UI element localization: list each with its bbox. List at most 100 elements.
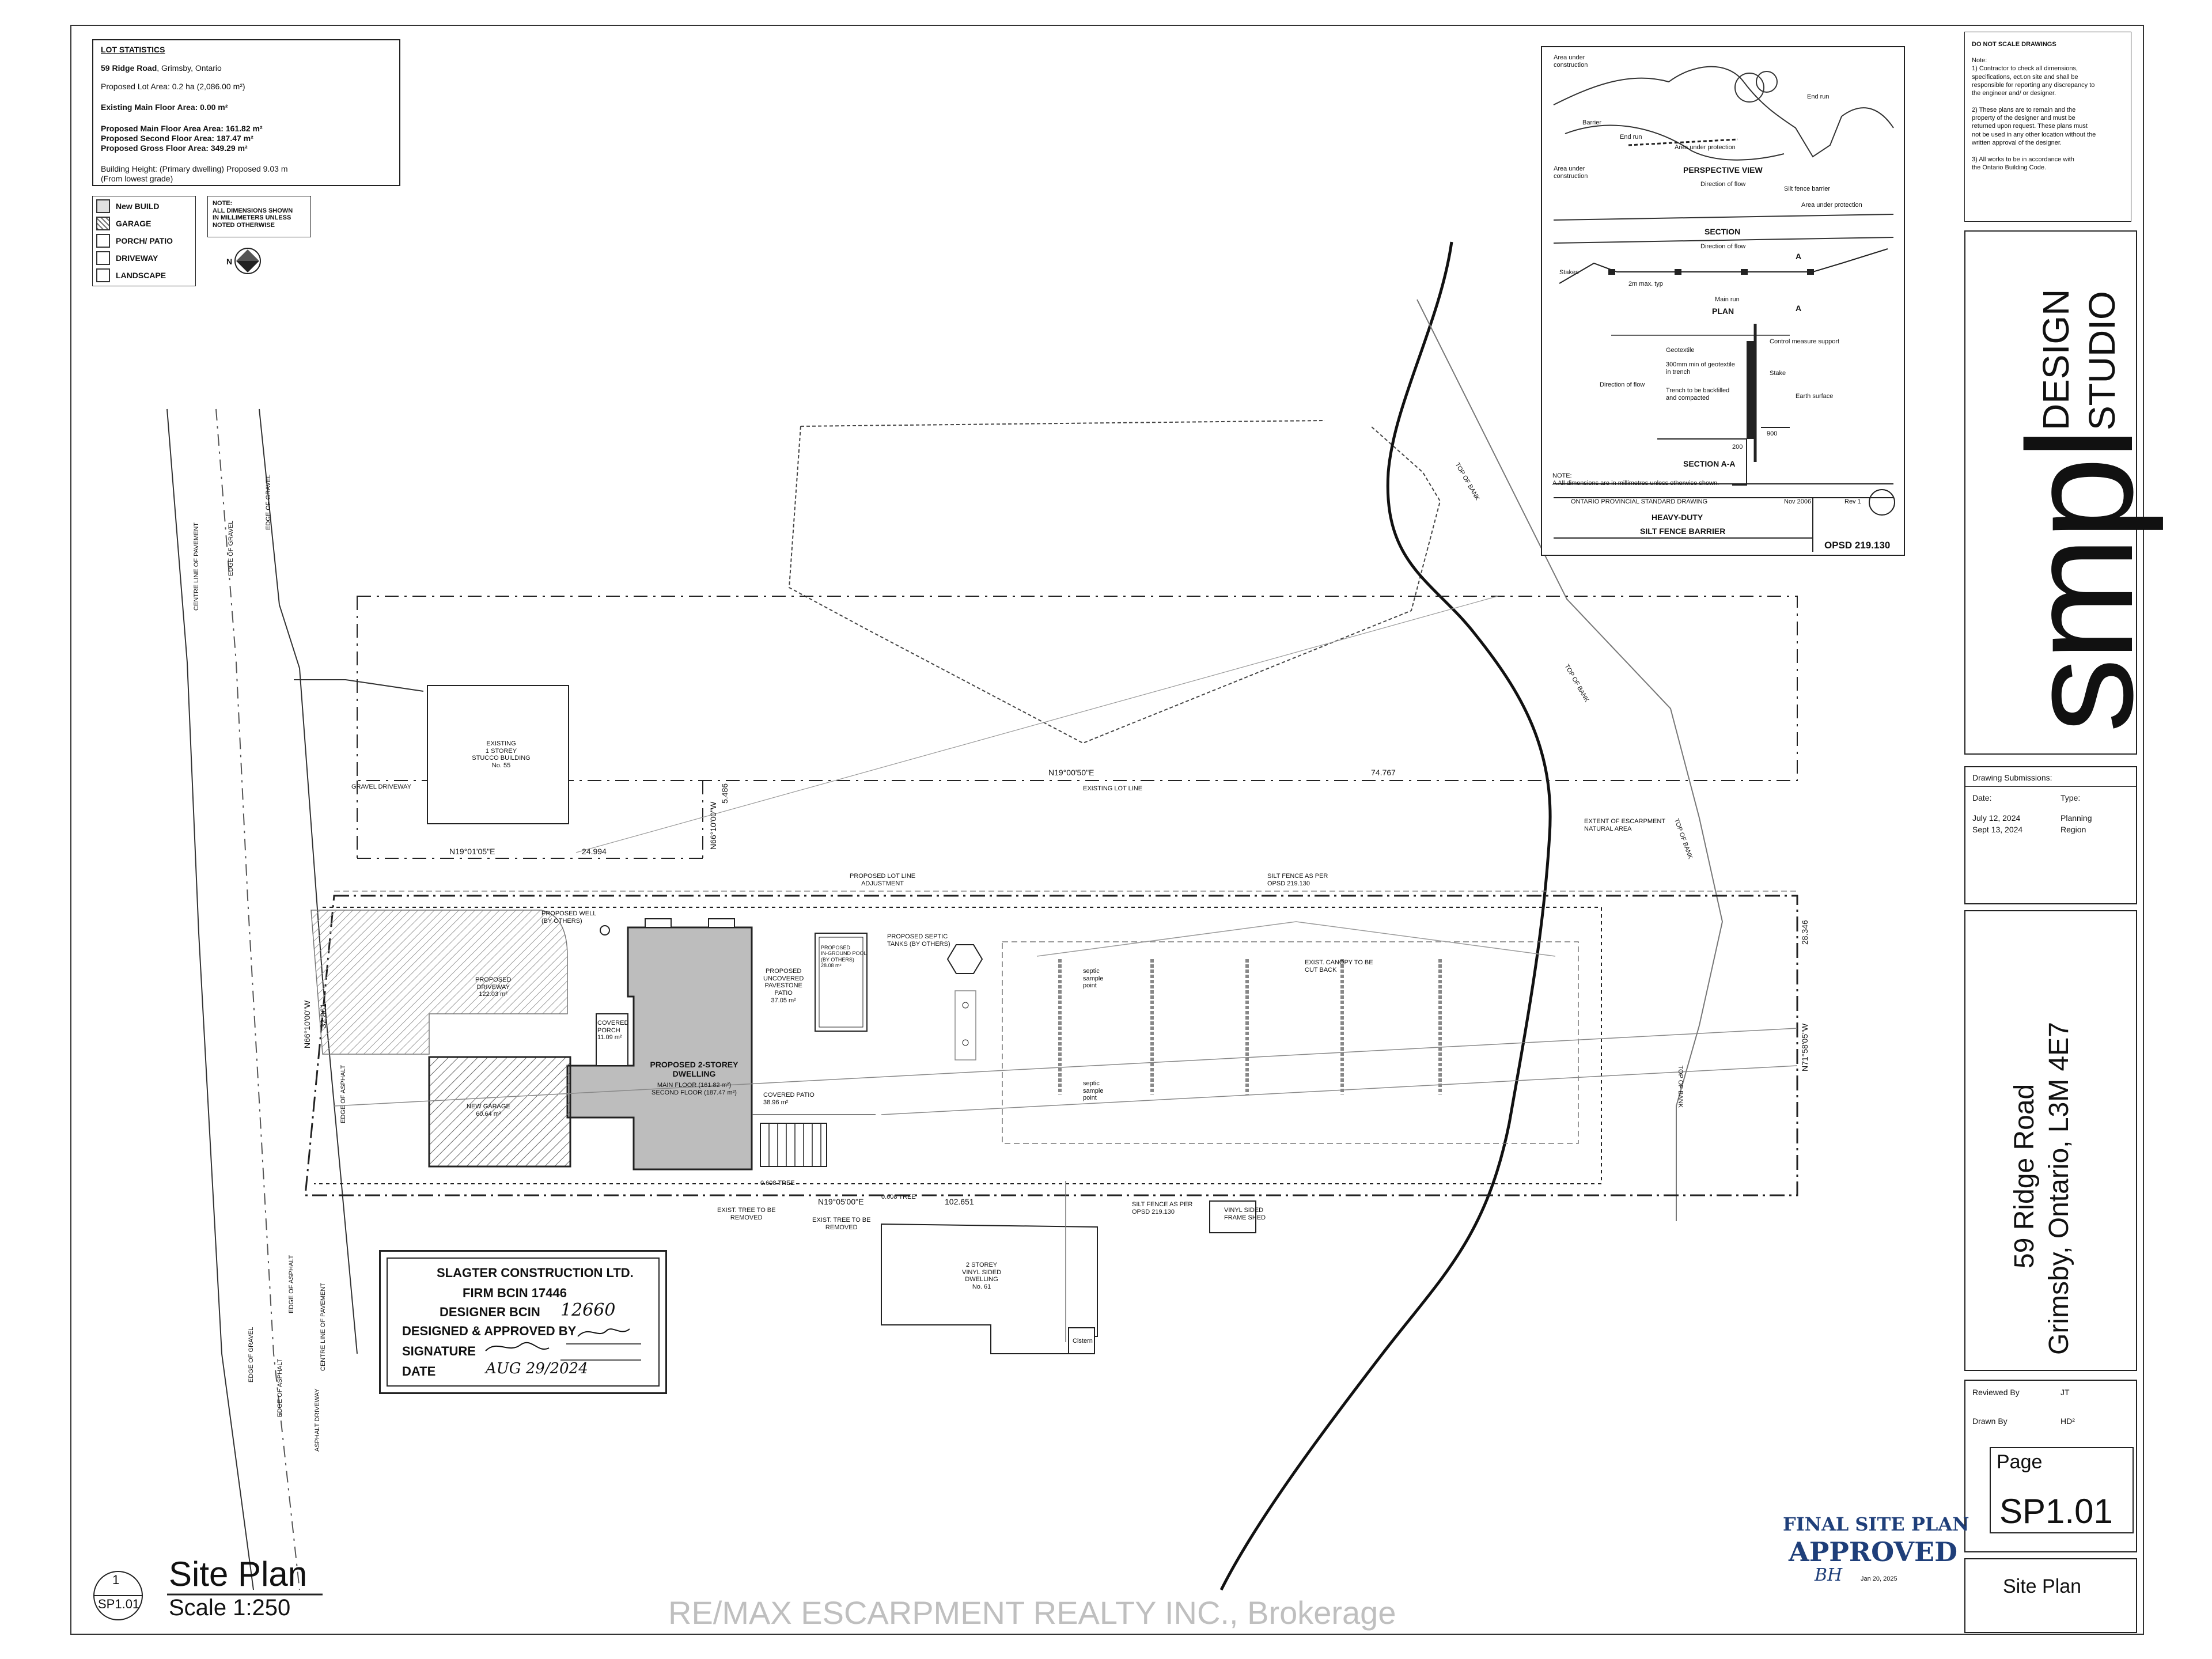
label-silt-fence: SILT FENCE AS PER OPSD 219.130	[1267, 873, 1328, 887]
stamp-approved: DESIGNED & APPROVED BY	[402, 1324, 577, 1338]
sheet-title-panel: Site Plan	[1964, 1558, 2137, 1633]
brand-design: DESIGN	[2035, 289, 2077, 430]
label-pool: PROPOSED IN-GROUND POOL (BY OTHERS) 28.0…	[821, 945, 867, 969]
drawing-number: 1	[112, 1573, 120, 1587]
drawn-label: Drawn By	[1972, 1416, 2008, 1426]
label-cistern: Cistern	[1073, 1338, 1093, 1344]
detail-plan-title: PLAN	[1712, 306, 1734, 316]
new-garage	[428, 1056, 571, 1168]
detail-label: A	[1796, 304, 1802, 313]
road-centre-line	[215, 408, 300, 1590]
notes-panel: DO NOT SCALE DRAWINGS Note: 1) Contracto…	[1964, 32, 2131, 222]
legend-item: LANDSCAPE	[96, 268, 166, 282]
detail-label: 900	[1767, 430, 1778, 437]
legend-item: DRIVEWAY	[96, 251, 158, 265]
label-dist-top: 74.767	[1371, 768, 1396, 777]
cistern	[1068, 1327, 1095, 1354]
label-proposed-well: PROPOSED WELL (BY OTHERS)	[541, 910, 597, 925]
page-number-box: Page SP1.01	[1990, 1447, 2134, 1533]
label-dist-right: 28.346	[1800, 920, 1809, 945]
reviewed-label: Reviewed By	[1972, 1388, 2020, 1397]
label-bearing-left: N66°10'00"W	[302, 1000, 312, 1048]
brand-logo: smpl	[1997, 430, 2164, 733]
proposed-well	[600, 925, 610, 935]
proposed-gross-area: Proposed Gross Floor Area: 349.29 m²	[101, 143, 248, 153]
brand-panel: smpl DESIGN STUDIO	[1964, 230, 2164, 755]
lot-address: 59 Ridge Road, Grimsby, Ontario	[101, 63, 222, 73]
label-sample-point: septic sample point	[1083, 1080, 1104, 1102]
label-escarpment: EXTENT OF ESCARPMENT NATURAL AREA	[1584, 818, 1665, 832]
notes-body: Note: 1) Contractor to check all dimensi…	[1972, 57, 2096, 171]
detail-label: Direction of flow	[1700, 181, 1746, 188]
detail-label: Stake	[1770, 370, 1786, 377]
detail-label: Control measure support	[1770, 338, 1840, 345]
signature-scribble	[485, 1328, 641, 1361]
page-label: Page	[1997, 1451, 2043, 1473]
label-edge-gravel: EDGE OF GRAVEL	[248, 1327, 255, 1382]
detail-label: Direction of flow	[1700, 243, 1746, 250]
detail-label: 300mm min of geotextile in trench	[1666, 361, 1735, 376]
approval-line1: FINAL SITE PLAN	[1783, 1513, 1969, 1535]
label-dist-bottom: 102.651	[945, 1197, 974, 1206]
vinyl-shed	[1209, 1200, 1256, 1233]
existing-lot-line	[357, 596, 1798, 781]
detail-note: NOTE: A All dimensions are in millimetre…	[1552, 472, 1719, 487]
stamp-date-value: AUG 29/2024	[486, 1360, 588, 1377]
legend-item: PORCH/ PATIO	[96, 234, 173, 248]
label-tree-removed: EXIST. TREE TO BE REMOVED	[717, 1207, 776, 1221]
septic-bed	[1002, 941, 1579, 1144]
stamp-company: SLAGTER CONSTRUCTION LTD.	[437, 1266, 634, 1280]
submission-date: Sept 13, 2024	[1972, 825, 2023, 834]
label-pavestone: PROPOSED UNCOVERED PAVESTONE PATIO 37.05…	[763, 968, 804, 1004]
detail-label: Direction of flow	[1600, 381, 1645, 388]
covered-porch	[596, 1013, 628, 1066]
detail-standard: ONTARIO PROVINCIAL STANDARD DRAWING	[1571, 498, 1708, 505]
septic-tank	[955, 990, 976, 1060]
drawing-scale: Scale 1:250	[169, 1595, 291, 1620]
submission-date: July 12, 2024	[1972, 813, 2021, 823]
approval-stamp: SLAGTER CONSTRUCTION LTD. FIRM BCIN 1744…	[379, 1250, 667, 1394]
stamp-designer: DESIGNER BCIN	[440, 1305, 540, 1319]
dimension-note: NOTE: ALL DIMENSIONS SHOWN IN MILLIMETER…	[207, 196, 311, 237]
submissions-panel: Drawing Submissions: Date: Type: July 12…	[1964, 766, 2137, 904]
detail-label: A	[1796, 252, 1802, 261]
submission-type: Planning	[2061, 813, 2092, 823]
label-gravel-driveway: GRAVEL DRIVEWAY	[351, 783, 411, 790]
north-label: N	[226, 257, 233, 266]
label-dwelling-sub: MAIN FLOOR (161.82 m²) SECOND FLOOR (187…	[652, 1082, 737, 1096]
label-bearing-top: N19°00'50"E	[1048, 768, 1094, 777]
detail-label: 2m max. typ	[1628, 281, 1663, 287]
lot-area: Proposed Lot Area: 0.2 ha (2,086.00 m²)	[101, 82, 245, 91]
drawn-value: HD²	[2061, 1416, 2075, 1426]
existing-building	[427, 685, 569, 824]
reviewed-panel: Reviewed By JT Drawn By HD² Page SP1.01	[1964, 1380, 2137, 1552]
detail-section-aa-title: SECTION A-A	[1683, 459, 1736, 468]
detail-code: OPSD 219.130	[1824, 540, 1891, 551]
legend-item: New BUILD	[96, 199, 159, 213]
label-proposed-driveway: PROPOSED DRIVEWAY 122.03 m²	[475, 976, 512, 998]
reviewed-value: JT	[2061, 1388, 2070, 1397]
label-edge-asphalt: EDGE OF ASPHALT	[288, 1255, 295, 1313]
building-height: Building Height: (Primary dwelling) Prop…	[101, 164, 288, 173]
submissions-date-header: Date:	[1972, 793, 1992, 802]
detail-label: Area under construction	[1554, 54, 1588, 69]
proposed-main-area: Proposed Main Floor Area Area: 161.82 m²	[101, 124, 263, 133]
detail-label: Silt fence barrier	[1784, 185, 1831, 192]
detail-date: Nov 2006	[1784, 498, 1812, 505]
address-panel: 59 Ridge Road Grimsby, Ontario, L3M 4E7	[1964, 910, 2137, 1371]
label-tree-removed: EXIST. TREE TO BE REMOVED	[812, 1217, 871, 1231]
label-bearing-left-top: N19°01'05"E	[449, 847, 495, 856]
label-new-garage: NEW GARAGE 60.64 m²	[467, 1103, 510, 1118]
detail-label: End run	[1620, 134, 1642, 141]
detail-label: Area under protection	[1801, 202, 1862, 209]
stamp-designer-value: 12660	[560, 1300, 616, 1320]
proposed-dwelling	[566, 926, 753, 1171]
detail-label: Trench to be backfilled and compacted	[1666, 387, 1730, 402]
label-existing-lot-line: EXISTING LOT LINE	[1083, 785, 1143, 792]
label-neighbour: 2 STOREY VINYL SIDED DWELLING No. 61	[962, 1262, 1002, 1290]
detail-label: Stakes	[1559, 269, 1579, 276]
label-bearing-right: N71°58'05"W	[1800, 1023, 1809, 1071]
label-asphalt-driveway: ASPHALT DRIVEWAY	[314, 1388, 321, 1452]
detail-label: Area under construction	[1554, 165, 1588, 180]
